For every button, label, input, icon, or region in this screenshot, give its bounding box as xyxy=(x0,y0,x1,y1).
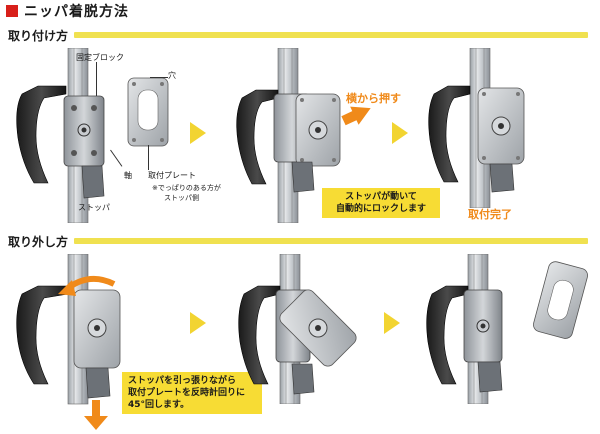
section-bar-detach xyxy=(74,238,588,244)
leader-mount-plate xyxy=(148,145,149,170)
page-title: ニッパ着脱方法 xyxy=(24,4,129,20)
detach-instruction-line1: ストッパを引っ張りながら xyxy=(128,376,237,386)
detach-instruction-line2: 取付プレートを反時計回りに xyxy=(128,388,246,398)
detach-instruction-line3: 45°回します。 xyxy=(128,400,190,410)
attach-step-2-illustration xyxy=(230,48,380,223)
title-marker xyxy=(6,5,18,17)
detach-instruction-callout: ストッパを引っ張りながら 取付プレートを反時計回りに 45°回します。 xyxy=(122,372,262,414)
section-header-attach: 取り付け方 xyxy=(8,26,588,44)
section-label-detach: 取り外し方 xyxy=(8,234,69,249)
attach-step-3-illustration xyxy=(422,48,572,208)
auto-lock-callout: ストッパが動いて 自動的にロックします xyxy=(322,188,440,218)
label-note-line2: ストッパ側 xyxy=(164,194,199,202)
attach-done-label: 取付完了 xyxy=(468,208,512,221)
push-sideways-label: 横から押す xyxy=(346,92,401,105)
step-arrow-2 xyxy=(392,122,408,144)
label-shaft: 軸 xyxy=(124,171,132,180)
label-mount-plate: 取付プレート xyxy=(148,171,196,180)
label-stopper: ストッパ xyxy=(78,203,110,212)
detach-step-1-illustration xyxy=(10,254,180,432)
step-arrow-1 xyxy=(190,122,206,144)
section-label-attach: 取り付け方 xyxy=(8,28,69,43)
attach-step-1-illustration xyxy=(10,48,180,223)
label-fixed-block: 固定ブロック xyxy=(76,53,124,62)
detach-step-2-illustration xyxy=(232,254,372,404)
step-arrow-4 xyxy=(384,312,400,334)
label-note-line1: ※でっぱりのある方が xyxy=(152,184,221,192)
step-arrow-3 xyxy=(190,312,206,334)
auto-lock-line1: ストッパが動いて xyxy=(345,192,417,202)
page-title-row: ニッパ着脱方法 xyxy=(0,0,129,22)
label-hole: 穴 xyxy=(168,71,176,80)
auto-lock-line2: 自動的にロックします xyxy=(335,204,426,214)
detach-step-3-illustration xyxy=(420,254,590,404)
leader-hole xyxy=(150,77,168,78)
section-bar-attach xyxy=(74,32,588,38)
leader-fixed-block xyxy=(96,62,97,96)
section-header-detach: 取り外し方 xyxy=(8,232,588,250)
